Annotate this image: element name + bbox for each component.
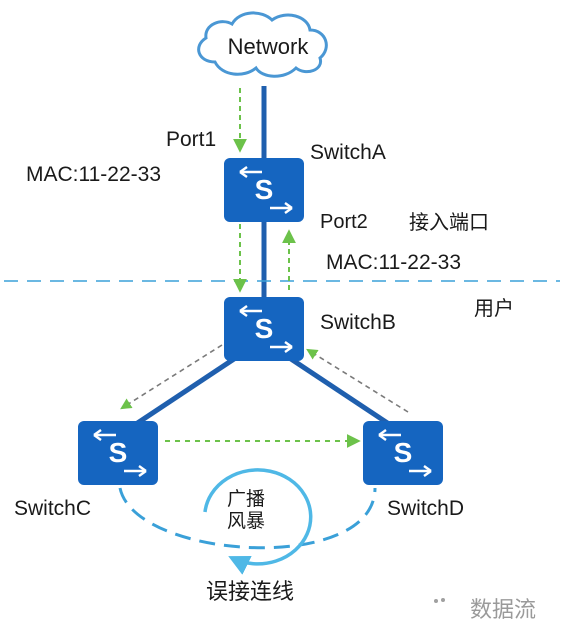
switcha-icon: S: [224, 158, 304, 222]
switcha-glyph: S: [255, 174, 274, 205]
access-port-label: 接入端口: [409, 210, 489, 234]
network-topology-diagram: S S S S Network: [4, 11, 560, 603]
switchd-glyph: S: [394, 437, 413, 468]
switchb-name: SwitchB: [320, 311, 396, 334]
mac-right-label: MAC:11-22-33: [326, 251, 462, 274]
broadcast-storm-line1: 广播: [226, 488, 265, 510]
switchb-icon: S: [224, 297, 304, 361]
watermark-icon: [434, 598, 445, 603]
switchd-icon: S: [363, 421, 443, 485]
broadcast-storm-circle: [203, 468, 313, 575]
miswiring-label: 误接连线: [206, 580, 295, 605]
network-label: Network: [228, 34, 310, 59]
broadcast-storm-line2: 风暴: [226, 510, 265, 532]
miswiring-loop: [118, 487, 377, 550]
mac-left-label: MAC:11-22-33: [26, 163, 162, 186]
switchb-glyph: S: [255, 313, 274, 344]
link-switchb-switchc: [128, 352, 242, 431]
switchc-name: SwitchC: [14, 497, 92, 520]
watermark-text: 数据流: [470, 598, 537, 623]
switchc-icon: S: [78, 421, 158, 485]
arrow-switchd-to-switchb: [306, 348, 409, 413]
switchc-glyph: S: [109, 437, 128, 468]
switchd-name: SwitchD: [387, 497, 465, 520]
link-switchb-switchd: [283, 352, 397, 431]
arrow-switchb-to-switchc: [120, 344, 223, 410]
switcha-name: SwitchA: [310, 141, 386, 164]
user-zone-label: 用户: [474, 296, 514, 320]
network-cloud: [197, 11, 328, 78]
broadcast-storm-label: 广播 风暴: [216, 488, 276, 532]
port2-label: Port2: [320, 211, 368, 233]
port1-label: Port1: [166, 128, 217, 151]
